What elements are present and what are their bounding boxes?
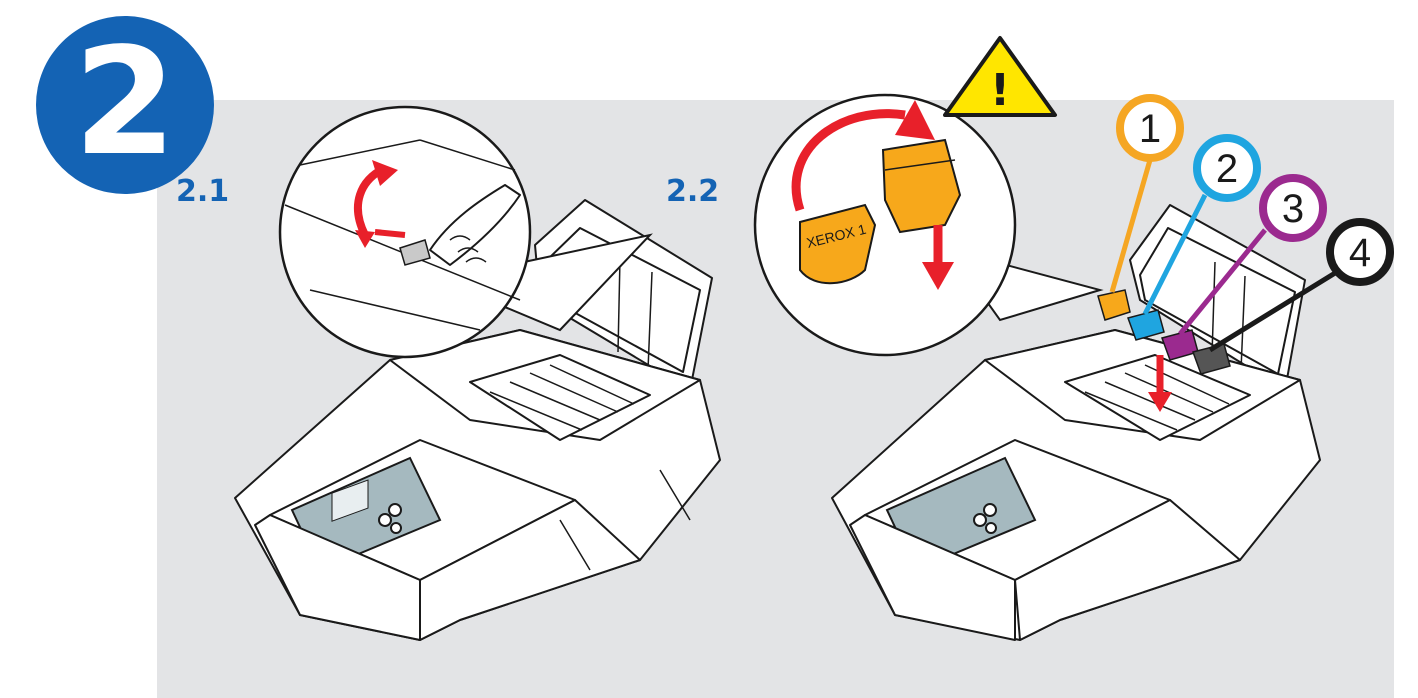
ink-slot-number-2: 2 bbox=[1197, 138, 1257, 198]
ink-slot-number-3: 3 bbox=[1263, 178, 1323, 238]
warning-triangle-icon: ! bbox=[945, 38, 1055, 116]
detail-callout-ink-insert bbox=[755, 95, 1100, 355]
ink-slot-number-4: 4 bbox=[1330, 222, 1390, 282]
svg-text:1: 1 bbox=[1139, 107, 1161, 151]
ink-stick-yellow bbox=[1098, 290, 1130, 320]
warning-symbol: ! bbox=[990, 65, 1010, 116]
svg-text:4: 4 bbox=[1349, 231, 1371, 275]
svg-text:2: 2 bbox=[1216, 147, 1238, 191]
ink-slot-number-1: 1 bbox=[1120, 98, 1180, 158]
svg-text:3: 3 bbox=[1282, 187, 1304, 231]
